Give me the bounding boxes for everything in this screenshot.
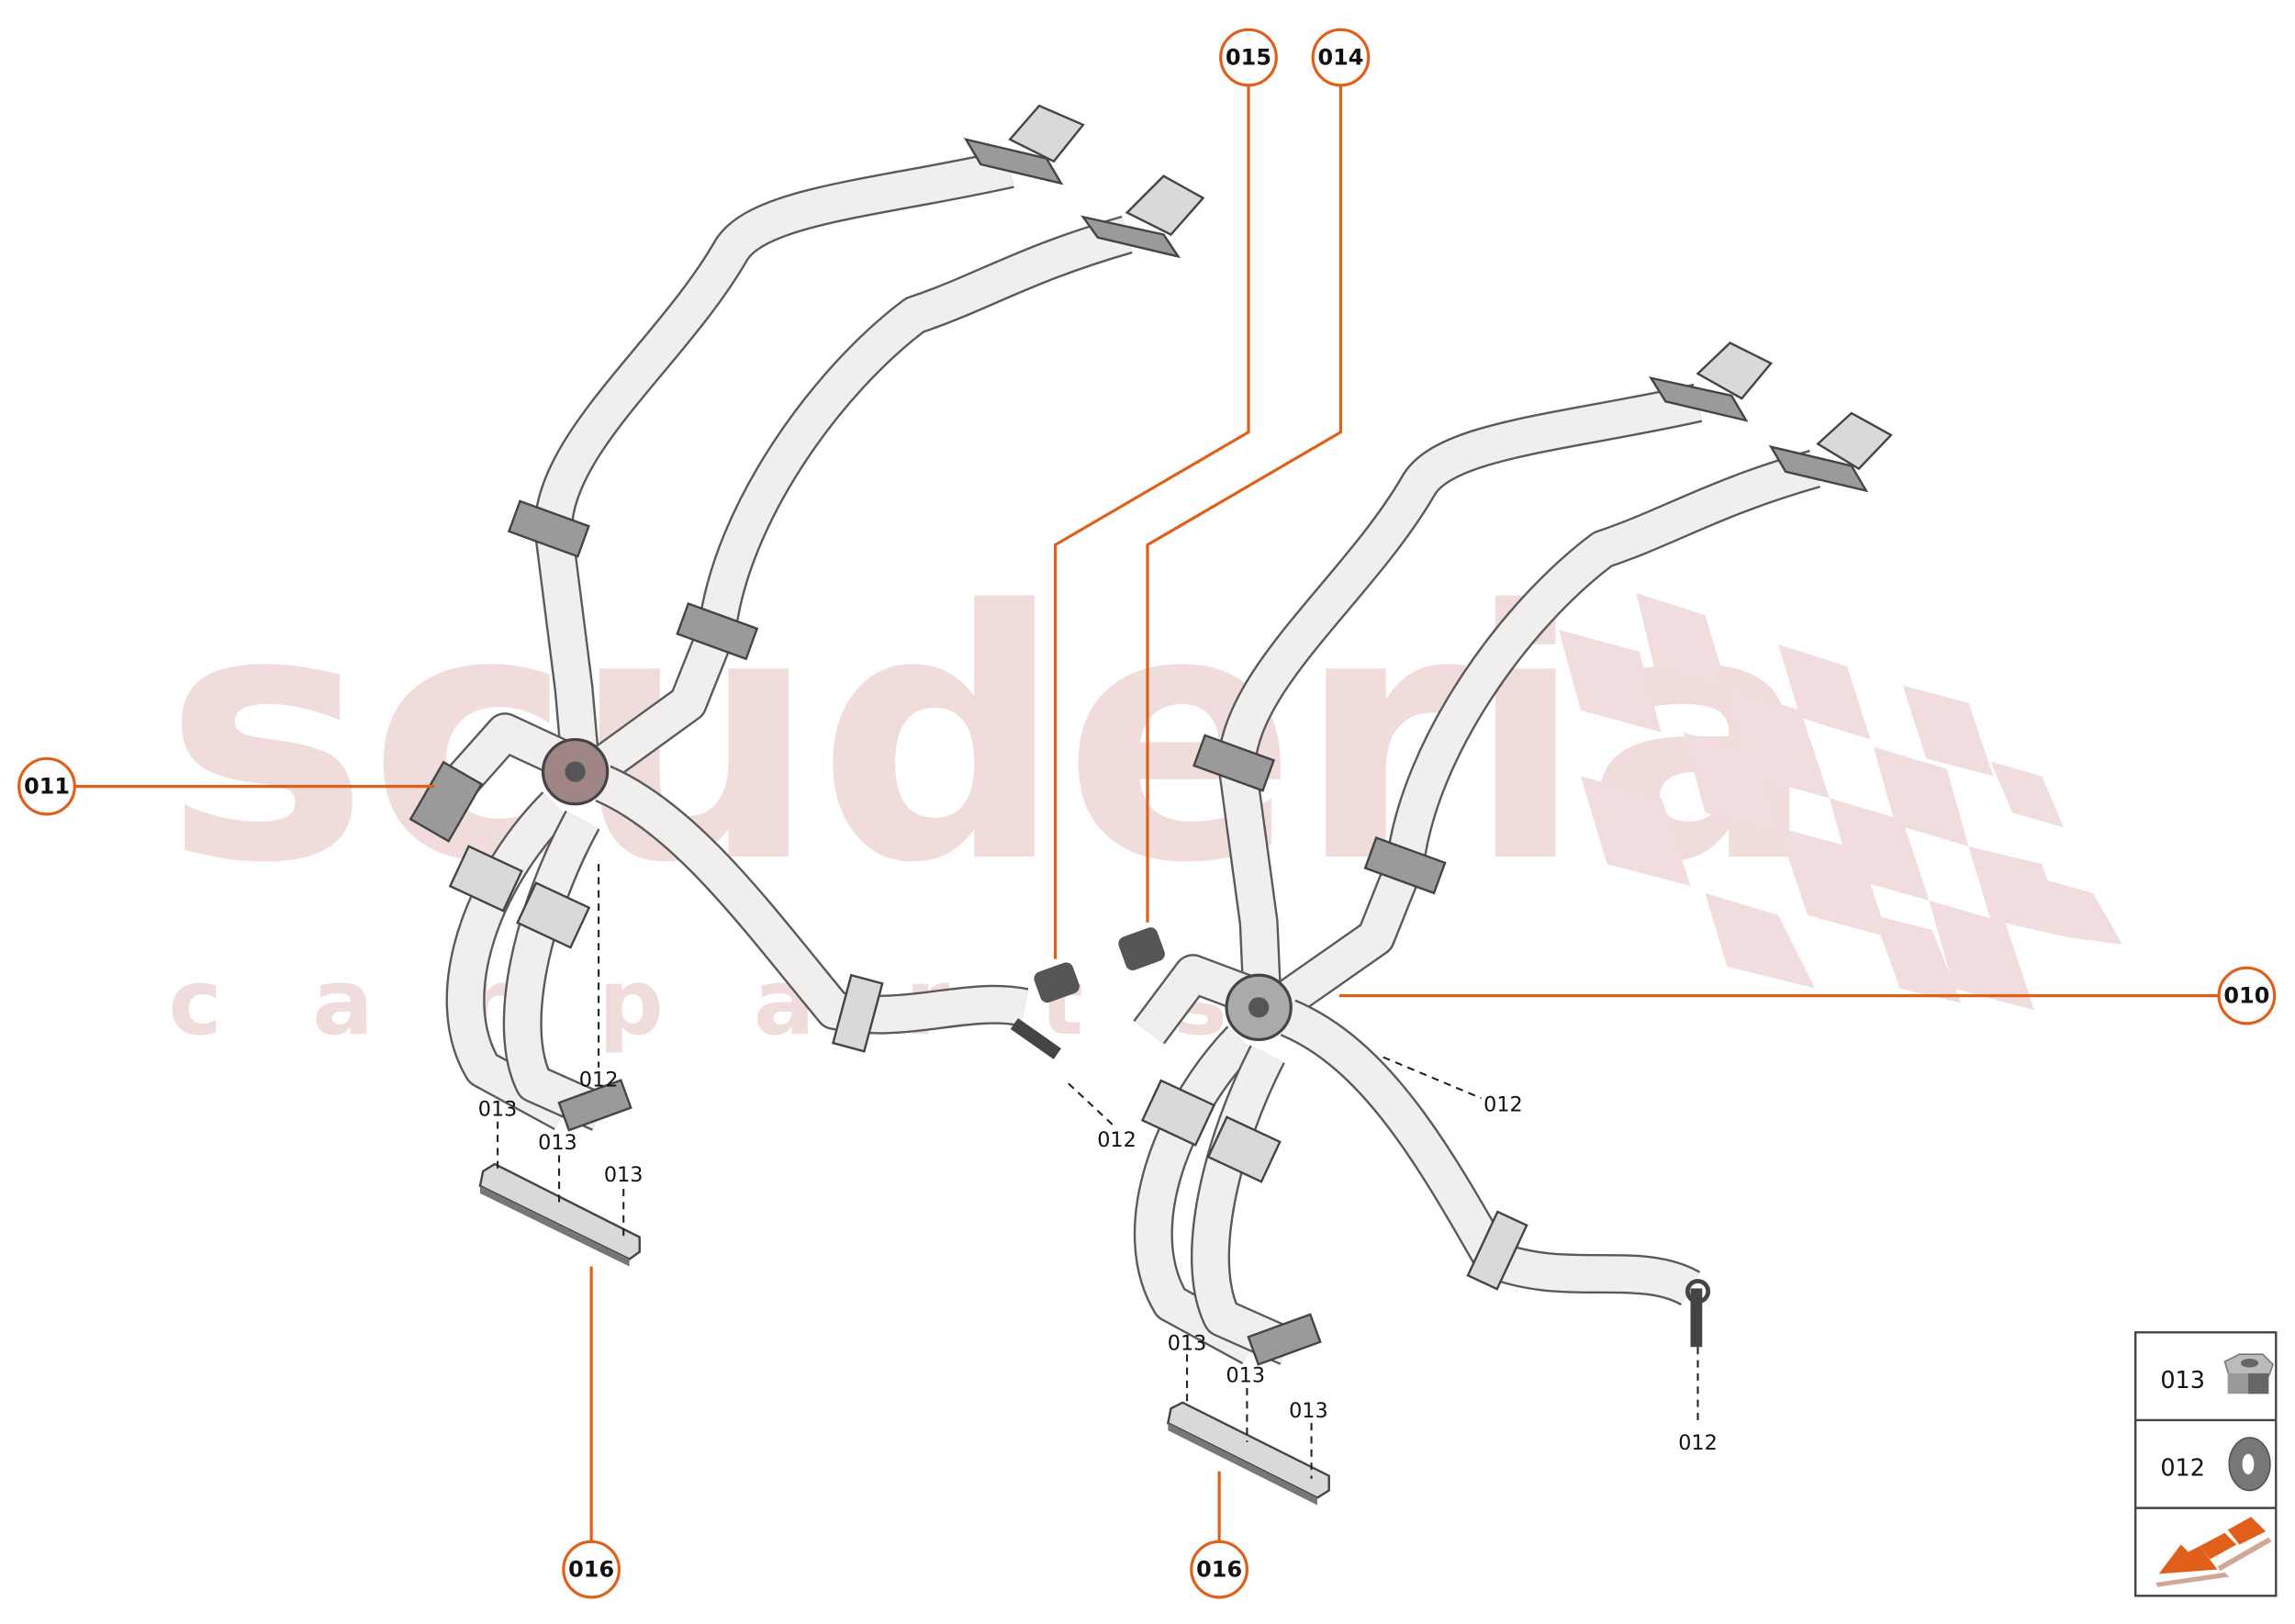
bushing-014: [1118, 927, 1165, 970]
callout-011[interactable]: 011: [17, 756, 76, 816]
left-harness: [409, 104, 1205, 1267]
right-harness: [1118, 342, 1893, 1506]
bushing-015: [1034, 962, 1080, 1003]
label-013: 013: [478, 1097, 518, 1121]
callout-016-left[interactable]: 016: [562, 1540, 621, 1599]
mounting-plate-right: [1166, 1401, 1330, 1506]
legend-code: 012: [2160, 1455, 2205, 1483]
label-012: 012: [1678, 1431, 1718, 1455]
callout-label: 016: [1196, 1557, 1242, 1583]
label-013: 013: [1226, 1364, 1266, 1388]
callout-label: 010: [2223, 983, 2269, 1009]
legend-code: 013: [2160, 1367, 2205, 1394]
callout-label: 014: [1318, 45, 1364, 71]
hardware-legend: 013 012: [2134, 1331, 2278, 1597]
callout-010[interactable]: 010: [2217, 966, 2277, 1025]
flange-nut-icon: [2223, 1353, 2275, 1394]
watermark-sub: c a r p a r t s: [168, 950, 1257, 1056]
callout-014[interactable]: 014: [1311, 28, 1371, 87]
direction-arrow-icon[interactable]: [2155, 1517, 2272, 1587]
label-013: 013: [1168, 1331, 1207, 1355]
callout-label: 011: [24, 774, 70, 800]
legend-row-012: 012: [2160, 1437, 2271, 1492]
mounting-plate-left: [478, 1162, 641, 1267]
label-013: 013: [1289, 1399, 1328, 1423]
callout-label: 016: [568, 1557, 614, 1583]
label-013: 013: [538, 1131, 577, 1155]
callout-016-right[interactable]: 016: [1190, 1540, 1249, 1599]
callout-label: 015: [1226, 45, 1271, 71]
washer-icon: [2228, 1437, 2271, 1492]
label-012: 012: [1097, 1128, 1136, 1152]
label-013: 013: [604, 1163, 644, 1187]
label-012: 012: [579, 1068, 619, 1092]
legend-row-013: 013: [2160, 1353, 2275, 1394]
label-012: 012: [1483, 1093, 1523, 1117]
leader-lines: [74, 84, 2220, 1542]
callout-015[interactable]: 015: [1219, 28, 1278, 87]
part-labels: 012 012 012 012 013 013 013 013 013 013: [478, 1068, 1718, 1454]
checkered-flag-watermark: [1559, 593, 2122, 1011]
